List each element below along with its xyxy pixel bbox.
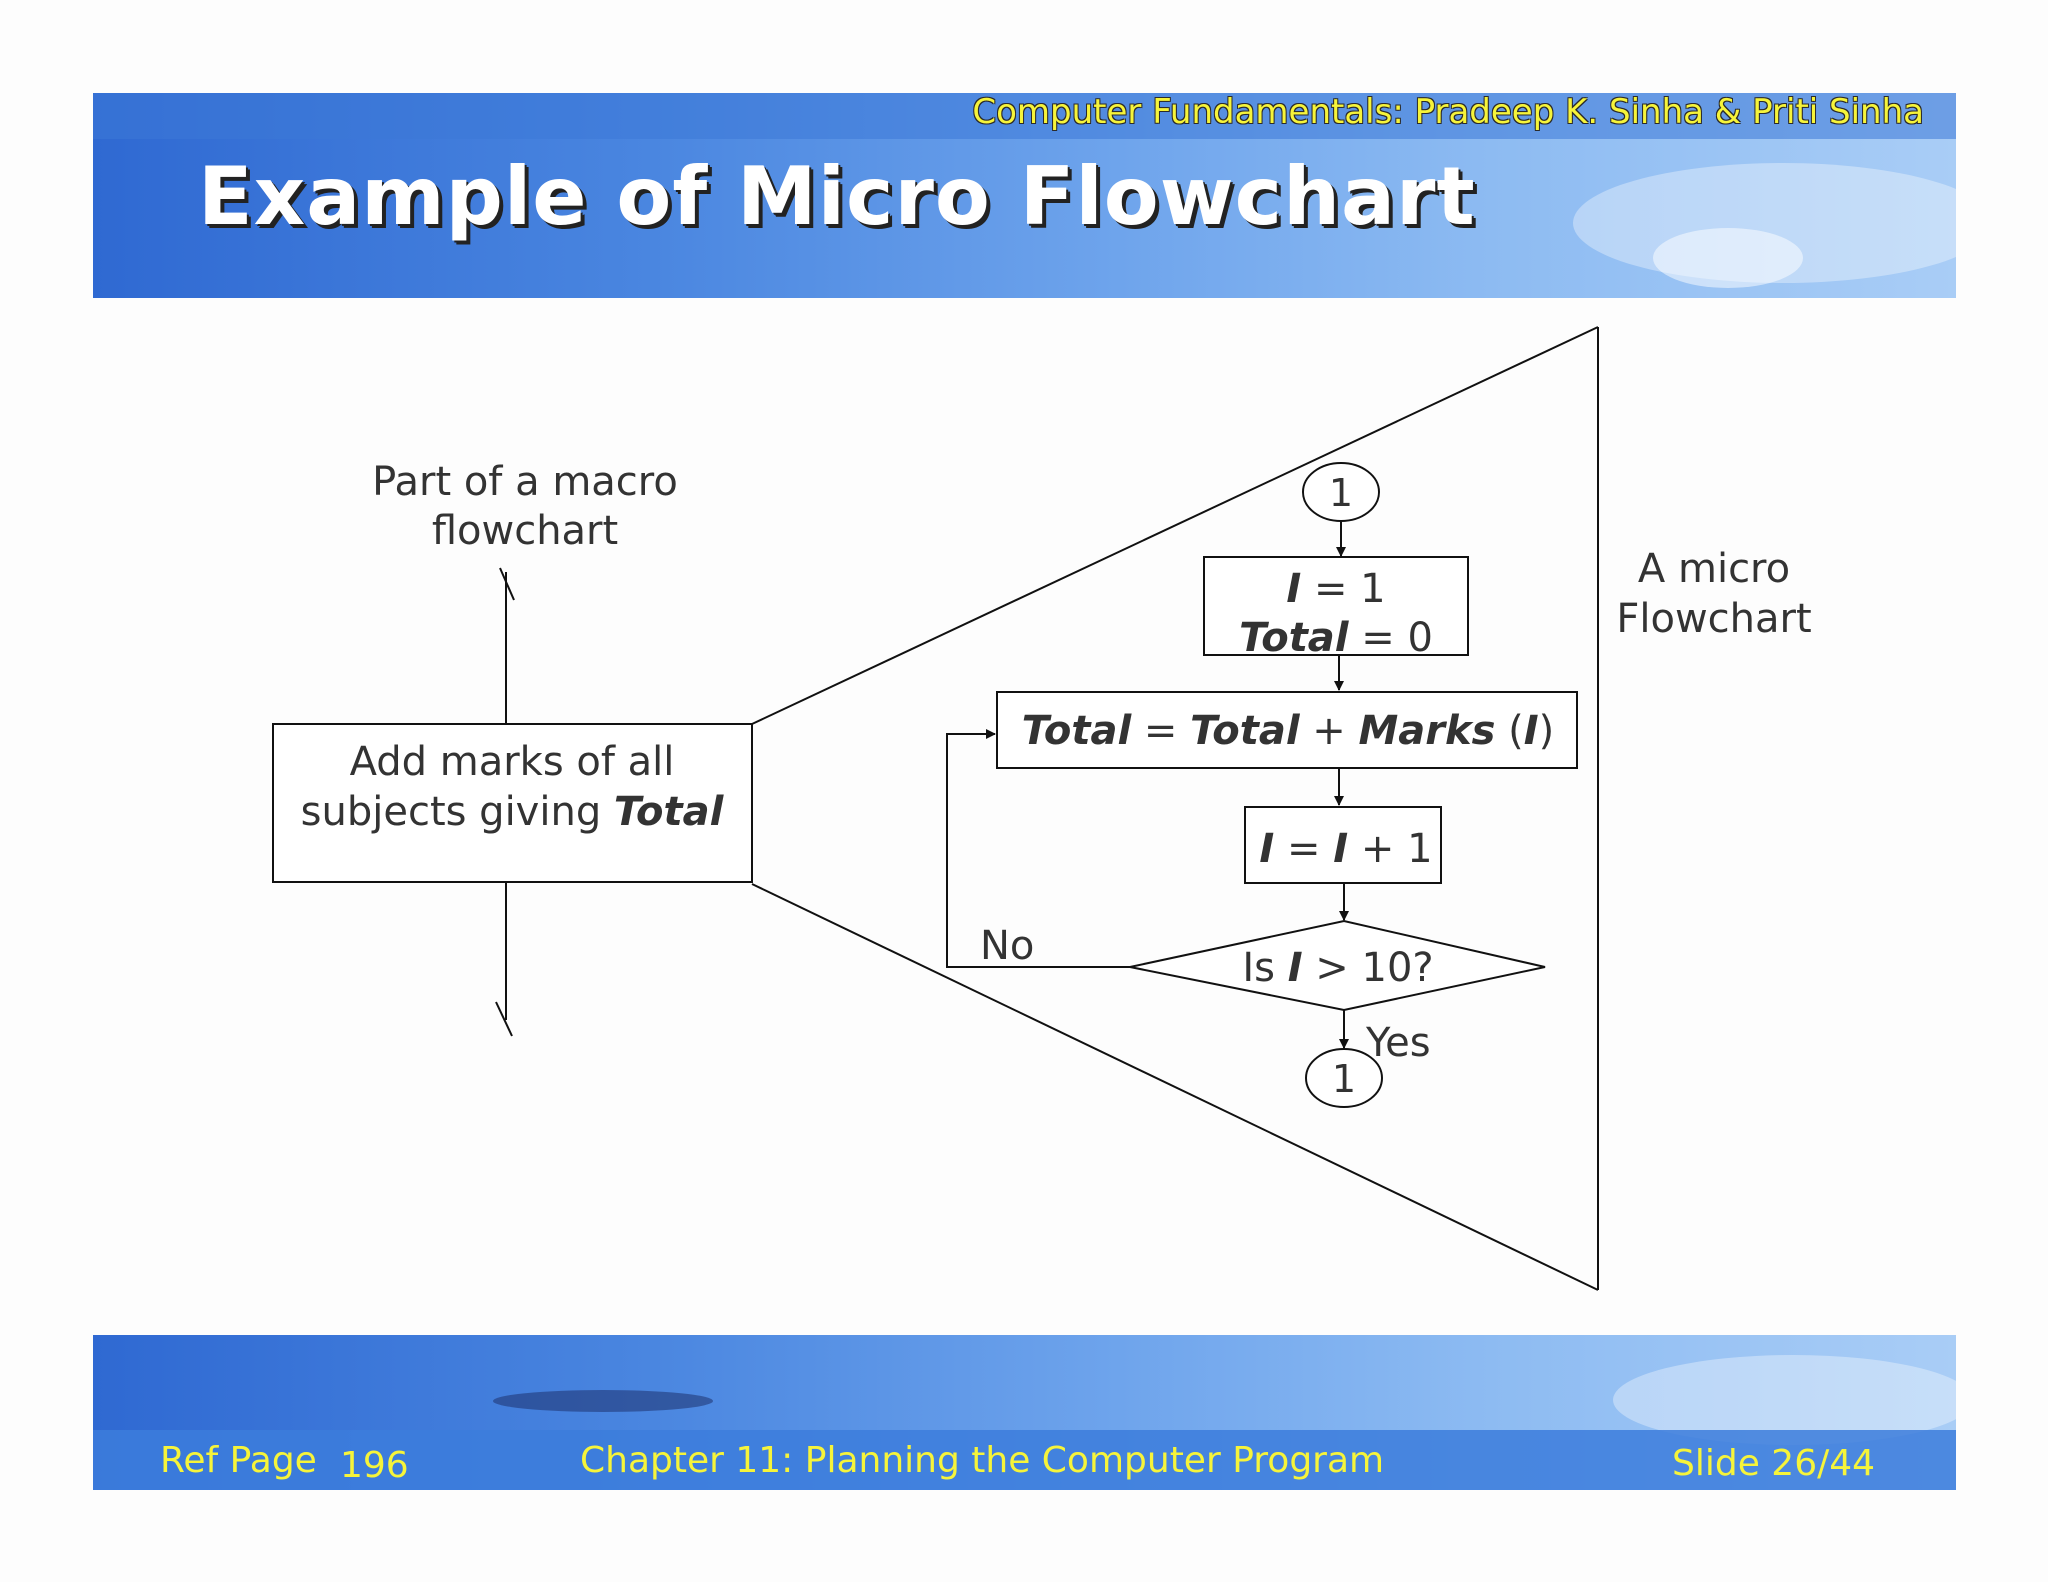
macro-box-total: Total bbox=[614, 789, 725, 835]
macro-label-line2: flowchart bbox=[432, 508, 618, 554]
sum-eq: = bbox=[1131, 708, 1190, 754]
decision-rest: > 10? bbox=[1303, 945, 1434, 991]
init-box bbox=[1203, 556, 1469, 656]
sum-plus: + bbox=[1300, 708, 1359, 754]
init-line1: I = 1 bbox=[1286, 566, 1385, 612]
macro-break-bottom bbox=[495, 1001, 513, 1037]
increment-formula: I = I + 1 bbox=[1259, 826, 1432, 872]
sum-i: I bbox=[1524, 708, 1539, 754]
connector-top-label: 1 bbox=[1329, 471, 1353, 515]
sum-marks: Marks bbox=[1359, 708, 1496, 754]
sum-total2: Total bbox=[1190, 708, 1301, 754]
sum-total: Total bbox=[1022, 708, 1133, 754]
footer-banner bbox=[93, 1335, 1956, 1490]
init-total: Total bbox=[1239, 615, 1350, 661]
macro-break-top bbox=[499, 567, 515, 601]
sum-formula: Total = Total + Marks (I) bbox=[1022, 708, 1555, 754]
header-strip bbox=[93, 93, 1956, 139]
connector-bottom bbox=[1305, 1048, 1383, 1108]
macro-box-line1: Add marks of all bbox=[350, 739, 675, 785]
connector-bottom-label: 1 bbox=[1332, 1057, 1356, 1101]
sum-box bbox=[996, 691, 1578, 769]
decision-text: Is I > 10? bbox=[1242, 945, 1433, 991]
footer-slide-number: Slide 26/44 bbox=[1672, 1443, 1876, 1484]
sum-paren-close: ) bbox=[1539, 708, 1555, 754]
macro-process-box bbox=[272, 723, 753, 883]
macro-box-line2: subjects giving Total bbox=[301, 789, 725, 835]
mouse-decoration bbox=[1653, 228, 1803, 288]
author-line: Computer Fundamentals: Pradeep K. Sinha … bbox=[972, 92, 1924, 132]
init-total-value: = 0 bbox=[1349, 615, 1433, 661]
micro-label-line1: A micro bbox=[1638, 546, 1790, 592]
init-i: I bbox=[1286, 566, 1301, 612]
macro-box-line2-text: subjects giving bbox=[301, 789, 614, 835]
footer-chapter: Chapter 11: Planning the Computer Progra… bbox=[580, 1440, 1385, 1481]
no-loop-line bbox=[946, 729, 1130, 968]
inc-i2: I bbox=[1333, 826, 1348, 872]
sum-paren-open: ( bbox=[1495, 708, 1523, 754]
inc-rest: + 1 bbox=[1348, 826, 1432, 872]
footer-mouse-decoration bbox=[493, 1390, 713, 1412]
inc-eq: = bbox=[1274, 826, 1333, 872]
header-banner bbox=[93, 93, 1956, 298]
macro-label-line1: Part of a macro bbox=[372, 459, 678, 505]
page-title: Example of Micro Flowchart bbox=[198, 150, 1476, 243]
decision-diamond bbox=[1129, 919, 1546, 1012]
decision-i: I bbox=[1288, 945, 1303, 991]
inc-i: I bbox=[1259, 826, 1274, 872]
footer-ref-page: 196 bbox=[340, 1445, 409, 1486]
yes-label: Yes bbox=[1365, 1020, 1431, 1066]
micro-label-line2: Flowchart bbox=[1616, 596, 1811, 642]
zoom-line-bottom bbox=[751, 883, 1599, 1291]
init-i-value: = 1 bbox=[1301, 566, 1385, 612]
footer-ref-label: Ref Page bbox=[160, 1440, 317, 1481]
increment-box bbox=[1244, 806, 1442, 884]
footer-strip bbox=[93, 1430, 1956, 1490]
no-label: No bbox=[980, 923, 1034, 969]
decision-is: Is bbox=[1242, 945, 1287, 991]
zoom-line-top bbox=[751, 326, 1599, 725]
init-line2: Total = 0 bbox=[1239, 615, 1433, 661]
